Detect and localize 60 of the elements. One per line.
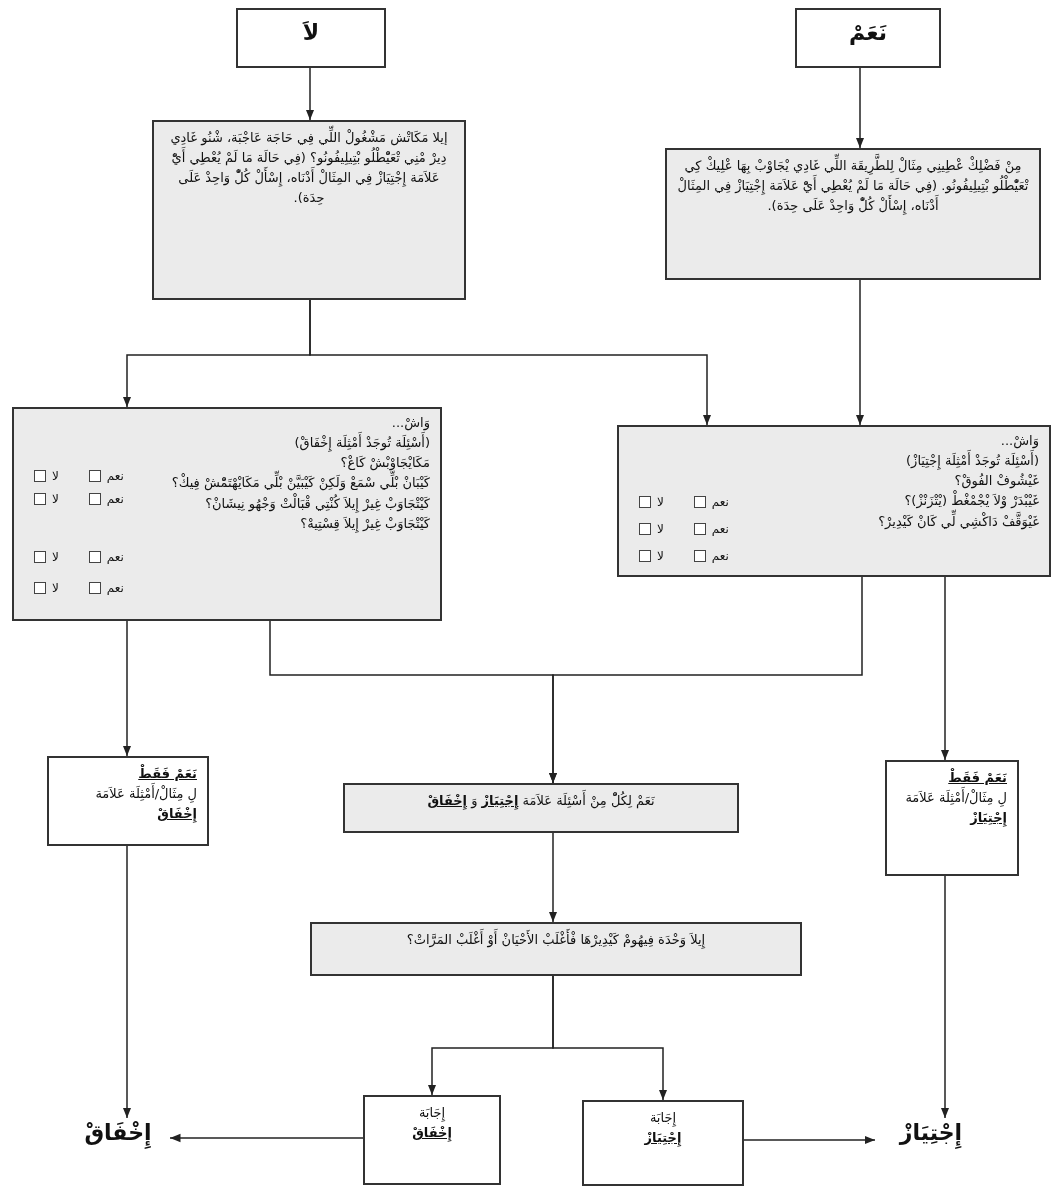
process-box bbox=[310, 922, 802, 976]
process-box bbox=[152, 120, 466, 300]
box-text: إِجَابَة bbox=[648, 1109, 678, 1129]
box-text: إِخْفَاقْ bbox=[411, 1124, 453, 1144]
question-text: كَيْتْجَاوَبْ غِيرْ إِيلاَ قِسْتِيهْ؟ bbox=[299, 514, 430, 534]
arrow bbox=[552, 975, 668, 1101]
process-box bbox=[363, 1095, 501, 1185]
question-note: (أَسْئِلَة تُوجَدْ أَمْثِلَة إِخْفَاقْ) bbox=[160, 433, 430, 454]
arrow bbox=[309, 299, 712, 426]
question-lead: وَاشْ... bbox=[390, 414, 430, 432]
process-box bbox=[617, 425, 1051, 577]
process-box bbox=[885, 760, 1019, 876]
arrow bbox=[548, 576, 863, 784]
option-label: لا bbox=[657, 521, 664, 538]
box-text: إِيلاَ وَحْدَة فِيهُومْ كَيْدِيرْهَا فْأَغْلَبْ الأَحْيَانْ أَوْ أَغْلَبْ المَرَّاتْ؟ bbox=[322, 930, 790, 951]
option-label: لا bbox=[52, 491, 59, 508]
process-box bbox=[236, 8, 386, 68]
box-text: نَعَمْ لِكُلّْ مِنْ أَسْئِلَة عَلاَمَة إِجْتِيَازْ وَ إِخْفَاقْ bbox=[355, 791, 727, 812]
box-text: نَعَمْ فَقَطْ bbox=[947, 768, 1007, 787]
box-text: إِجْتِيَازْ bbox=[643, 1129, 683, 1149]
question-text: غَيْوَقَّفْ دَاكْشِي لِّي كَانْ كَيْدِيرْ؟ bbox=[759, 511, 1039, 532]
question-text: كَيْتْجَاوَبْ غِيرْ إِيلاَ كُنْتِي قْبَالْتْ وَجْهُو نِيشَانْ؟ bbox=[204, 493, 430, 514]
arrow bbox=[940, 875, 950, 1119]
arrow bbox=[122, 620, 132, 757]
arrow bbox=[305, 67, 315, 121]
process-box bbox=[582, 1100, 744, 1186]
option-label: لا bbox=[657, 548, 664, 565]
option-label: نعم bbox=[106, 580, 124, 597]
arrow bbox=[855, 67, 865, 149]
arrow bbox=[743, 1135, 876, 1145]
option-label: لا bbox=[657, 494, 664, 511]
arrow bbox=[169, 1133, 364, 1143]
question-text: مَكَايْجَاوْبْشْ كَاعْ؟ bbox=[339, 454, 430, 472]
option-label: نعم bbox=[711, 521, 729, 538]
option-label: لا bbox=[52, 468, 59, 485]
option-label: نعم bbox=[106, 491, 124, 508]
option-label: نعم bbox=[106, 468, 124, 485]
question-note: (أَسْئِلَة تُوجَدْ أَمْثِلَة إِجْتِيَازْ) bbox=[759, 451, 1039, 472]
option-label: لا bbox=[52, 580, 59, 597]
process-box bbox=[343, 783, 739, 833]
question-text: غَيْشُوفْ الفُوقْ؟ bbox=[953, 472, 1039, 490]
option-label: نعم bbox=[106, 549, 124, 566]
arrow bbox=[855, 279, 865, 426]
box-text: لِ مِثَالْ/أَمْثِلَة عَلاَمَة إِخْفَاقْ bbox=[59, 784, 197, 825]
process-box bbox=[795, 8, 941, 68]
arrow bbox=[122, 845, 132, 1119]
option-label: لا bbox=[52, 549, 59, 566]
option-label: نعم bbox=[711, 494, 729, 511]
arrow bbox=[548, 832, 558, 923]
box-text: لاَ bbox=[301, 19, 321, 47]
box-text: إِجَابَة bbox=[417, 1104, 447, 1124]
process-box bbox=[665, 148, 1041, 280]
box-text: لِ مِثَالْ/أَمْثِلَة عَلاَمَة إِجْتِيَازْ bbox=[897, 788, 1007, 829]
option-label: نعم bbox=[711, 548, 729, 565]
arrow bbox=[940, 576, 950, 761]
process-box bbox=[47, 756, 209, 846]
box-text: نَعَمْ فَقَطْ bbox=[137, 764, 197, 783]
process-box bbox=[12, 407, 442, 621]
question-lead: وَاشْ... bbox=[999, 432, 1039, 450]
box-text: نَعَمْ bbox=[848, 19, 888, 47]
